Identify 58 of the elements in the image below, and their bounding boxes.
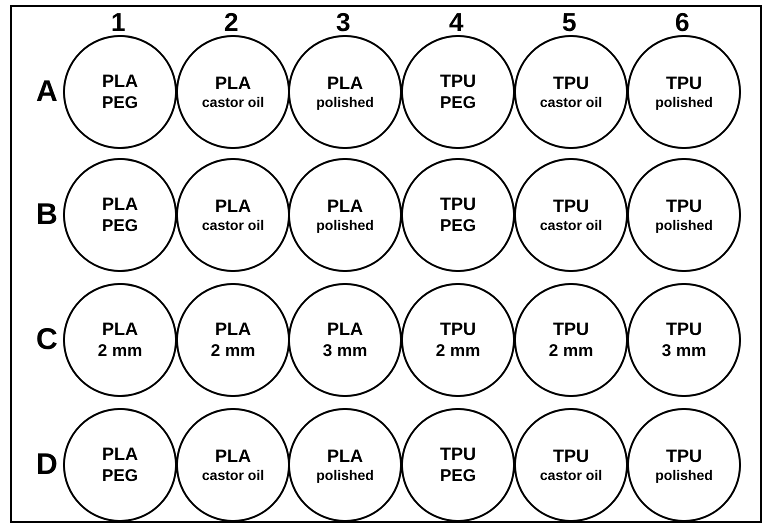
treatment-label: castor oil bbox=[202, 94, 264, 112]
treatment-label: PEG bbox=[440, 466, 476, 486]
treatment-label: castor oil bbox=[540, 467, 602, 484]
material-label: TPU bbox=[440, 444, 476, 466]
row-letter: B bbox=[36, 200, 58, 230]
treatment-label: castor oil bbox=[202, 217, 264, 234]
material-label: TPU bbox=[666, 72, 702, 94]
treatment-label: PEG bbox=[440, 216, 476, 236]
treatment-label: 3 mm bbox=[662, 340, 706, 361]
treatment-label: polished bbox=[655, 94, 713, 112]
treatment-label: 2 mm bbox=[98, 340, 142, 361]
material-label: TPU bbox=[553, 196, 589, 218]
treatment-label: 3 mm bbox=[322, 340, 368, 361]
column-number: 5 bbox=[562, 9, 576, 35]
treatment-label: PEG bbox=[102, 92, 138, 113]
treatment-label: 2 mm bbox=[210, 340, 256, 361]
treatment-label: 2 mm bbox=[436, 340, 480, 361]
row-letter: A bbox=[36, 77, 58, 107]
material-label: TPU bbox=[666, 196, 702, 218]
material-label: TPU bbox=[440, 319, 476, 341]
material-label: PLA bbox=[215, 196, 251, 218]
column-number: 4 bbox=[449, 9, 464, 35]
treatment-label: PEG bbox=[102, 466, 138, 486]
material-label: PLA bbox=[102, 71, 138, 93]
column-number: 6 bbox=[675, 9, 690, 35]
column-number: 3 bbox=[336, 9, 350, 35]
material-label: PLA bbox=[102, 319, 138, 341]
material-label: PLA bbox=[327, 196, 363, 218]
material-label: TPU bbox=[553, 72, 589, 94]
treatment-label: castor oil bbox=[202, 467, 264, 484]
treatment-label: castor oil bbox=[540, 217, 602, 234]
treatment-label: polished bbox=[655, 467, 713, 484]
treatment-label: PEG bbox=[102, 216, 138, 236]
material-label: PLA bbox=[215, 319, 251, 341]
material-label: PLA bbox=[327, 446, 363, 468]
row-letter: D bbox=[36, 450, 58, 480]
column-number: 1 bbox=[111, 9, 126, 35]
material-label: PLA bbox=[215, 72, 251, 94]
treatment-label: polished bbox=[316, 217, 374, 234]
material-label: TPU bbox=[666, 319, 702, 341]
treatment-label: 2 mm bbox=[548, 340, 594, 361]
treatment-label: castor oil bbox=[540, 94, 602, 112]
material-label: TPU bbox=[553, 446, 589, 468]
row-letter: C bbox=[36, 325, 58, 355]
material-label: TPU bbox=[440, 194, 476, 216]
treatment-label: polished bbox=[316, 94, 374, 112]
material-label: PLA bbox=[327, 319, 363, 341]
material-label: PLA bbox=[102, 194, 138, 216]
material-label: TPU bbox=[553, 319, 589, 341]
column-number: 2 bbox=[224, 9, 238, 35]
treatment-label: polished bbox=[655, 217, 713, 234]
material-label: PLA bbox=[327, 72, 363, 94]
material-label: TPU bbox=[666, 446, 702, 468]
treatment-label: PEG bbox=[440, 92, 476, 113]
material-label: TPU bbox=[440, 71, 476, 93]
material-label: PLA bbox=[215, 446, 251, 468]
treatment-label: polished bbox=[316, 467, 374, 484]
material-label: PLA bbox=[102, 444, 138, 466]
